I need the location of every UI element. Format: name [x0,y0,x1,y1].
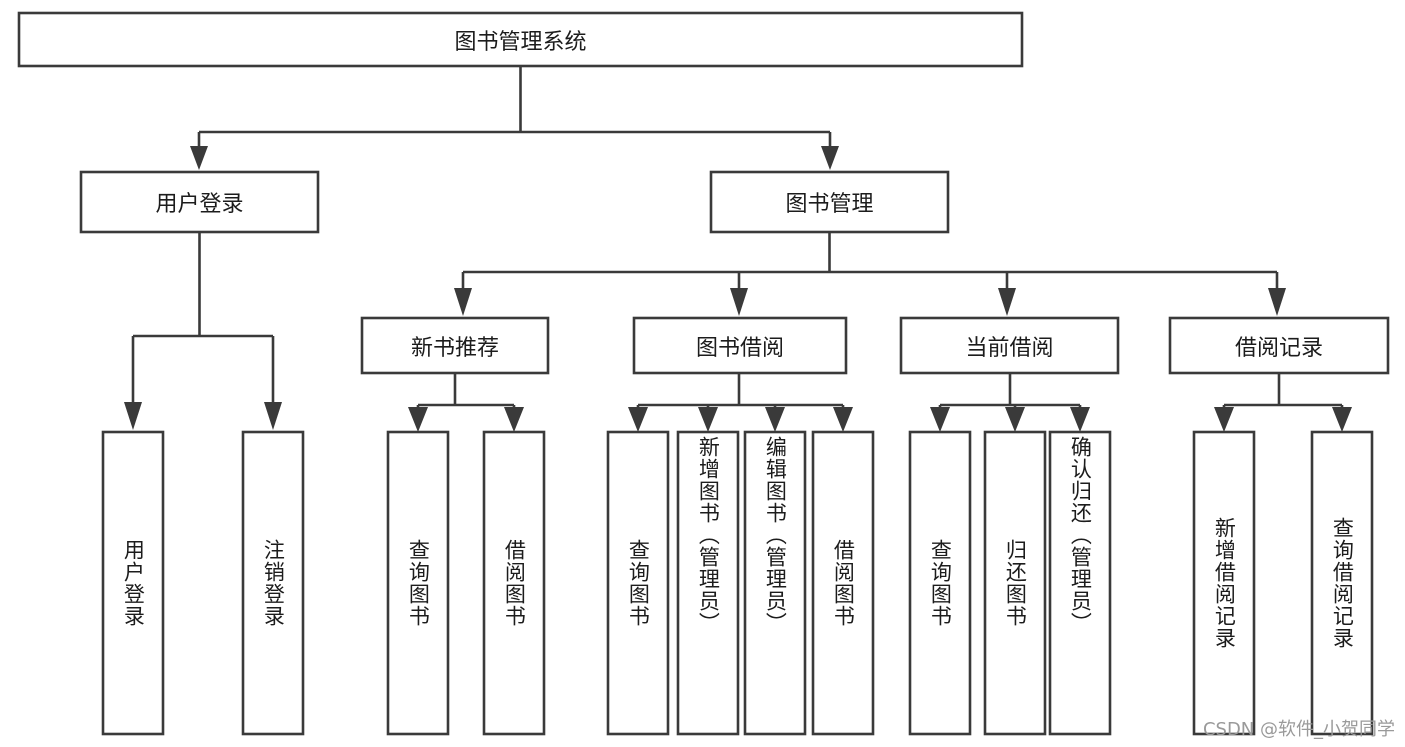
node-box-current-borrow[interactable] [899,316,1120,375]
arrow-head-leaf-borrow-book-1 [504,407,524,432]
arrow-head-book-mgmt [821,146,839,170]
arrow-head-leaf-logout [264,402,282,430]
node-box-borrow-record[interactable] [1168,316,1390,375]
node-box-leaf-logout[interactable] [241,430,305,736]
arrow-head-leaf-add-book [698,407,718,432]
node-box-root[interactable] [17,11,1024,68]
node-box-leaf-borrow-book-1[interactable] [482,430,546,736]
node-box-leaf-query-book-2[interactable] [606,430,670,736]
node-box-leaf-query-book-1[interactable] [386,430,450,736]
arrow-head-leaf-user-login [124,402,142,430]
arrow-head-leaf-query-record [1332,407,1352,432]
node-box-book-borrow[interactable] [632,316,848,375]
node-box-leaf-return-book[interactable] [983,430,1047,736]
node-box-new-book-recommend[interactable] [360,316,550,375]
arrow-head-user-login [190,146,208,170]
node-box-leaf-edit-book[interactable] [743,430,807,736]
arrow-head-leaf-query-book-1 [408,407,428,432]
node-box-leaf-query-book-3[interactable] [908,430,972,736]
node-box-leaf-add-book[interactable] [676,430,740,736]
arrow-head-leaf-return-book [1005,407,1025,432]
arrow-head-new-book-rec [454,288,472,316]
node-box-leaf-add-record[interactable] [1192,430,1256,736]
node-box-leaf-user-login[interactable] [101,430,165,736]
arrow-head-leaf-add-record [1214,407,1234,432]
arrow-head-borrow-record [1268,288,1286,316]
arrow-head-book-borrow [730,288,748,316]
node-box-user-login[interactable] [79,170,320,234]
arrow-head-leaf-query-book-2 [628,407,648,432]
node-box-leaf-query-record[interactable] [1310,430,1374,736]
node-box-book-management[interactable] [709,170,950,234]
arrow-head-current-borrow [998,288,1016,316]
node-box-leaf-confirm-return[interactable] [1048,430,1112,736]
arrow-head-leaf-query-book-3 [930,407,950,432]
node-box-leaf-borrow-book-2[interactable] [811,430,875,736]
arrow-head-leaf-edit-book [765,407,785,432]
arrow-head-leaf-borrow-book-2 [833,407,853,432]
arrow-head-leaf-confirm-return [1070,407,1090,432]
